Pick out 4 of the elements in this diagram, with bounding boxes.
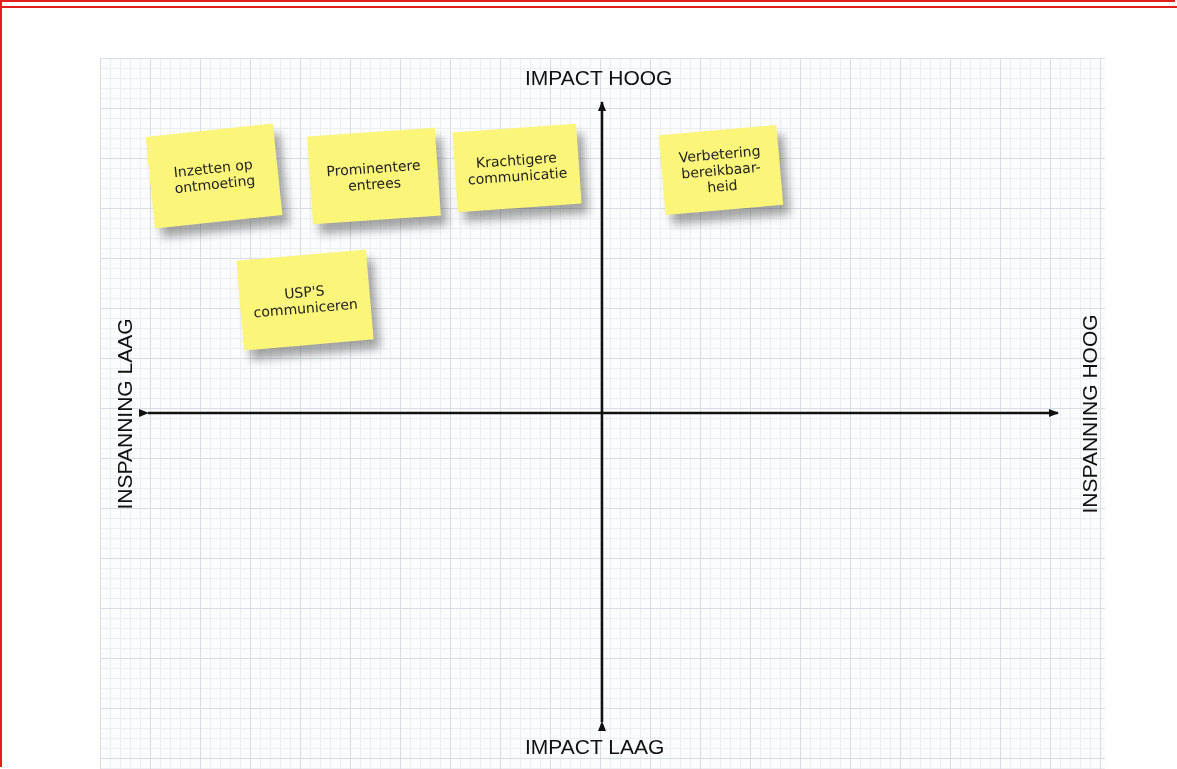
axis-label: IMPACT HOOG [525,66,673,90]
axis-label: INSPANNING HOOG [1078,313,1102,516]
axis-label: IMPACT LAAG [525,735,665,759]
axis-label: INSPANNING LAAG [113,317,137,512]
